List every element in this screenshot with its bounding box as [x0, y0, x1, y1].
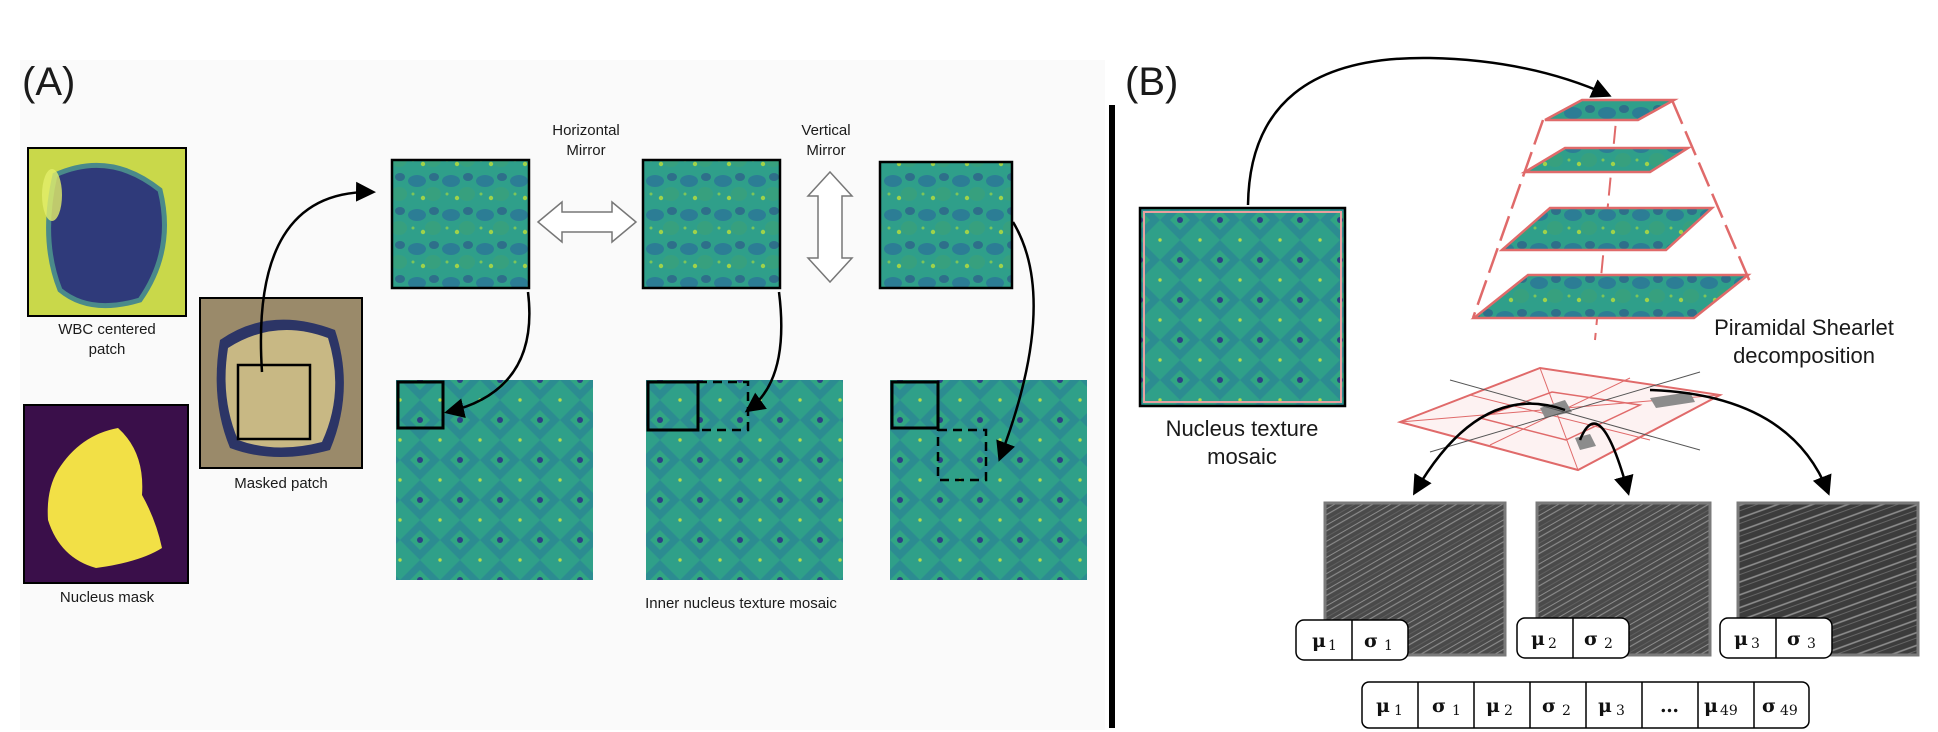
hmirror-label-line2: Mirror	[566, 142, 605, 159]
mosaic-2-next-tile-box	[696, 380, 750, 432]
panel-b-label: (B)	[1125, 60, 1178, 104]
shearlet-pyramid	[1470, 98, 1752, 341]
vec-cell-2: σ	[1432, 695, 1446, 717]
mosaic-3-tile-box	[890, 380, 940, 430]
arrow-to-subband-3	[1649, 388, 1832, 496]
vec-cell-5-sub: 3	[1616, 703, 1625, 719]
pair-3-mu-sub: 3	[1751, 636, 1760, 652]
mosaic-caption: Inner nucleus texture mosaic	[645, 595, 837, 612]
feature-vector: μ 1 σ 1 μ 2 σ 2 μ 3 … μ 49 σ 49	[1361, 681, 1810, 729]
arrow-to-subband-2	[1578, 422, 1634, 496]
pair-2-mu-sub: 2	[1548, 636, 1557, 652]
b-mosaic-caption-line2: mosaic	[1207, 444, 1277, 469]
pair-3-sigma: σ	[1787, 628, 1801, 650]
vec-cell-1: μ	[1376, 695, 1390, 717]
arrow-patch-to-mosaic2	[744, 291, 783, 413]
horizontal-mirror-arrow-icon	[536, 200, 638, 244]
mosaic-step-1	[396, 380, 593, 580]
arrow-patch-to-mosaic1	[444, 291, 531, 418]
vec-cell-1-sub: 1	[1394, 703, 1403, 719]
vec-cell-4-sub: 2	[1562, 703, 1571, 719]
wbc-caption-line2: patch	[89, 341, 126, 358]
mosaic-1-tile-box	[396, 380, 445, 430]
masked-patch-image	[199, 297, 363, 469]
pair-1-mu: μ	[1312, 630, 1326, 652]
vmirror-label-line2: Mirror	[806, 142, 845, 159]
panel-a-label: (A)	[22, 60, 75, 104]
shearlet-label-line2: decomposition	[1733, 343, 1875, 368]
pair-1-mu-sub: 1	[1328, 638, 1337, 654]
pair-3-sigma-sub: 3	[1807, 636, 1816, 652]
texture-patch-hmirrored	[641, 158, 782, 290]
nucleus-texture-mosaic	[1138, 206, 1347, 408]
texture-patch-original	[390, 158, 531, 290]
arrow-patch-to-mosaic3	[996, 221, 1035, 462]
pair-2-sigma: σ	[1584, 628, 1598, 650]
vec-cell-8-sub: 49	[1780, 703, 1798, 719]
wbc-centered-patch	[27, 147, 187, 317]
pair-1-sigma: σ	[1364, 630, 1378, 652]
vmirror-label-line1: Vertical	[801, 122, 850, 139]
vec-cell-4: σ	[1542, 695, 1556, 717]
vec-cell-7-sub: 49	[1720, 703, 1738, 719]
feature-pair-1: μ 1 σ 1	[1295, 619, 1409, 661]
vec-cell-3: μ	[1486, 695, 1500, 717]
feature-pair-2: μ 2 σ 2	[1516, 617, 1630, 659]
nucleus-mask-image	[23, 404, 189, 584]
arrow-mosaic-to-pyramid	[1246, 56, 1612, 206]
masked-caption: Masked patch	[234, 475, 327, 492]
arrow-crop-to-patch	[259, 181, 376, 373]
vec-cell-5: μ	[1598, 695, 1612, 717]
mosaic-step-2	[646, 380, 843, 580]
arrow-to-subband-1	[1412, 402, 1566, 496]
mosaic-pink-border	[1143, 211, 1342, 403]
mask-caption: Nucleus mask	[60, 589, 155, 606]
vec-cell-7: μ	[1704, 695, 1718, 717]
hmirror-label-line1: Horizontal	[552, 122, 620, 139]
frequency-tiling-diagram	[1396, 366, 1724, 472]
mosaic-step-3	[890, 380, 1087, 580]
pair-3-mu: μ	[1734, 628, 1748, 650]
b-mosaic-caption-line1: Nucleus texture	[1166, 416, 1319, 441]
vec-cell-2-sub: 1	[1452, 703, 1461, 719]
texture-patch-vmirrored	[878, 160, 1014, 290]
vertical-mirror-arrow-icon	[806, 170, 854, 284]
feature-pair-3: μ 3 σ 3	[1719, 617, 1833, 659]
pair-2-sigma-sub: 2	[1604, 636, 1613, 652]
shearlet-label-line1: Piramidal Shearlet	[1714, 315, 1894, 340]
vec-cell-8: σ	[1762, 695, 1776, 717]
pair-1-sigma-sub: 1	[1384, 638, 1393, 654]
vec-cell-3-sub: 2	[1504, 703, 1513, 719]
pair-2-mu: μ	[1531, 628, 1545, 650]
vec-cell-ellipsis: …	[1660, 695, 1679, 717]
mosaic-3-next-tile-box	[936, 428, 988, 482]
wbc-caption-line1: WBC centered	[58, 321, 156, 338]
